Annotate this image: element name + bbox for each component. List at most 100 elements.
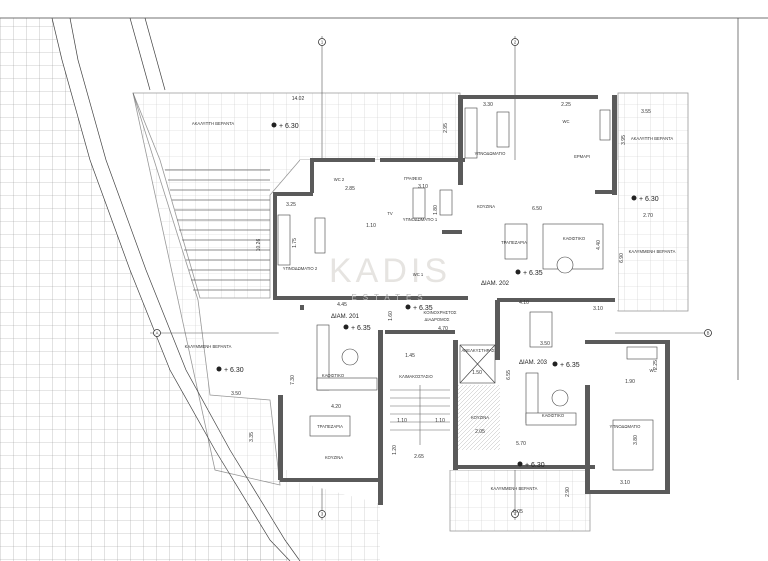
svg-text:4.40: 4.40 <box>596 240 602 250</box>
svg-text:KADIS: KADIS <box>329 252 451 290</box>
svg-text:2.25: 2.25 <box>561 102 571 108</box>
level-marker: + 6.35 <box>343 324 371 332</box>
elevator-shaft <box>459 344 496 384</box>
svg-text:3.80: 3.80 <box>633 435 639 445</box>
svg-text:3.10: 3.10 <box>418 184 428 190</box>
dining-table <box>309 415 351 437</box>
svg-text:2.90: 2.90 <box>565 487 571 497</box>
room-label: ΚΑΘΙΣΤΙΚΟ <box>542 413 565 418</box>
svg-text:1: 1 <box>321 40 324 45</box>
level-marker: + 6.30 <box>631 195 659 203</box>
axis-marker-1: 1 <box>318 38 326 46</box>
svg-text:4.70: 4.70 <box>438 326 448 332</box>
svg-text:A: A <box>156 331 159 336</box>
svg-text:2.05: 2.05 <box>475 429 485 435</box>
dining-table <box>529 311 553 348</box>
furniture <box>277 107 658 471</box>
room-label: ΕΡΜΑΡΙ <box>574 154 590 159</box>
walls <box>273 95 670 505</box>
svg-text:14.02: 14.02 <box>292 96 305 102</box>
svg-text:4.45: 4.45 <box>337 302 347 308</box>
level-marker: + 6.35 <box>515 269 543 277</box>
svg-text:2.85: 2.85 <box>345 186 355 192</box>
svg-text:+ 6.35: + 6.35 <box>413 305 433 312</box>
svg-text:4.10: 4.10 <box>519 300 529 306</box>
room-label: ΥΠΝΟΔΩΜΑΤΙΟ <box>475 151 507 156</box>
apartment-201-label: ΔΙΑΜ. 201 <box>331 314 360 320</box>
svg-text:3.10: 3.10 <box>620 480 630 486</box>
svg-text:2.25: 2.25 <box>653 360 659 370</box>
level-marker: + 6.30 <box>216 366 244 374</box>
level-marks: + 6.30 + 6.30 + 6.30 + 6.30 + 6.35 + 6.3… <box>216 122 659 469</box>
room-label: WC 2 <box>334 177 345 182</box>
svg-text:1.60: 1.60 <box>388 311 394 321</box>
svg-text:7.30: 7.30 <box>290 375 296 385</box>
svg-text:1.20: 1.20 <box>392 445 398 455</box>
axis-marker-2: 2 <box>511 38 519 46</box>
room-label: ΔΙΑΔΡΟΜΟΣ <box>425 317 450 322</box>
svg-text:4.20: 4.20 <box>331 404 341 410</box>
svg-text:1.45: 1.45 <box>405 353 415 359</box>
svg-text:+ 6.30: + 6.30 <box>525 462 545 469</box>
room-label: WC <box>650 368 657 373</box>
svg-text:+ 6.30: + 6.30 <box>224 367 244 374</box>
room-label: ΥΠΝΟΔΩΜΑΤΙΟ 2 <box>283 266 318 271</box>
axis-marker-3: 3 <box>318 510 326 518</box>
svg-text:2.95: 2.95 <box>443 123 449 133</box>
room-label: ΑΝΕΛΚΥΣΤΗΡΑΣ <box>461 348 494 353</box>
room-label: TV <box>387 211 393 216</box>
svg-text:1.80: 1.80 <box>433 205 439 215</box>
svg-text:3.10: 3.10 <box>593 306 603 312</box>
svg-text:+ 6.35: + 6.35 <box>351 325 371 332</box>
svg-text:2.65: 2.65 <box>414 454 424 460</box>
terraces <box>132 92 689 532</box>
svg-text:3.25: 3.25 <box>286 202 296 208</box>
svg-text:6.05: 6.05 <box>513 509 523 515</box>
svg-text:1.10: 1.10 <box>435 418 445 424</box>
room-label: ΥΠΝΟΔΩΜΑΤΙΟ 1 <box>403 217 438 222</box>
room-label: ΥΠΝΟΔΩΜΑΤΙΟ <box>610 424 642 429</box>
bed <box>277 214 291 266</box>
room-label: ΚΟΥΖΙΝΑ <box>325 455 343 460</box>
svg-text:3.50: 3.50 <box>540 341 550 347</box>
svg-text:3.30: 3.30 <box>483 102 493 108</box>
svg-text:3.55: 3.55 <box>641 109 651 115</box>
svg-text:1.50: 1.50 <box>472 370 482 376</box>
apartment-202-label: ΔΙΑΜ. 202 <box>481 281 510 287</box>
svg-text:5.70: 5.70 <box>516 441 526 447</box>
room-label: ΚΟΙΝΟΧΡΗΣΤΟΣ <box>424 310 457 315</box>
room-label: ΚΟΥΖΙΝΑ <box>477 204 495 209</box>
room-label: ΤΡΑΠΕΖΑΡΙΑ <box>317 424 343 429</box>
svg-text:3: 3 <box>321 512 324 517</box>
svg-text:6.90: 6.90 <box>619 253 625 263</box>
room-label: ΚΟΥΖΙΝΑ <box>471 415 489 420</box>
svg-text:ESTATES: ESTATES <box>351 293 428 302</box>
svg-text:2.70: 2.70 <box>643 213 653 219</box>
sofa <box>542 223 604 270</box>
room-label: ΚΑΛΥΜΜΕΝΗ ΒΕΡΑΝΤΑ <box>185 344 232 349</box>
axis-marker-b: B <box>704 329 712 337</box>
level-marker: + 6.35 <box>405 304 433 312</box>
svg-text:3.50: 3.50 <box>231 391 241 397</box>
interior <box>278 160 670 505</box>
axis-marker-a: A <box>153 329 161 337</box>
bed <box>612 419 654 471</box>
svg-text:3.95: 3.95 <box>621 135 627 145</box>
stairs <box>390 385 450 445</box>
svg-text:10.26: 10.26 <box>256 239 262 252</box>
dining-table <box>504 223 528 260</box>
svg-text:1.75: 1.75 <box>292 238 298 248</box>
svg-text:1.10: 1.10 <box>366 223 376 229</box>
svg-text:6.50: 6.50 <box>532 206 542 212</box>
svg-text:1.90: 1.90 <box>625 379 635 385</box>
svg-text:3.35: 3.35 <box>249 432 255 442</box>
svg-text:+ 6.35: + 6.35 <box>523 270 543 277</box>
room-labels: ΑΚΑΛΥΠΤΗ ΒΕΡΑΝΤΑ ΑΚΑΛΥΠΤΗ ΒΕΡΑΝΤΑ ΚΑΛΥΜΜ… <box>185 119 676 491</box>
room-label: ΤΡΑΠΕΖΑΡΙΑ <box>501 240 527 245</box>
bed <box>464 107 478 159</box>
room-label: ΓΡΑΦΕΙΟ <box>404 176 423 181</box>
level-marker: + 6.30 <box>517 461 545 469</box>
svg-text:+ 6.35: + 6.35 <box>560 362 580 369</box>
room-label: ΚΑΛΥΜΜΕΝΗ ΒΕΡΑΝΤΑ <box>629 249 676 254</box>
